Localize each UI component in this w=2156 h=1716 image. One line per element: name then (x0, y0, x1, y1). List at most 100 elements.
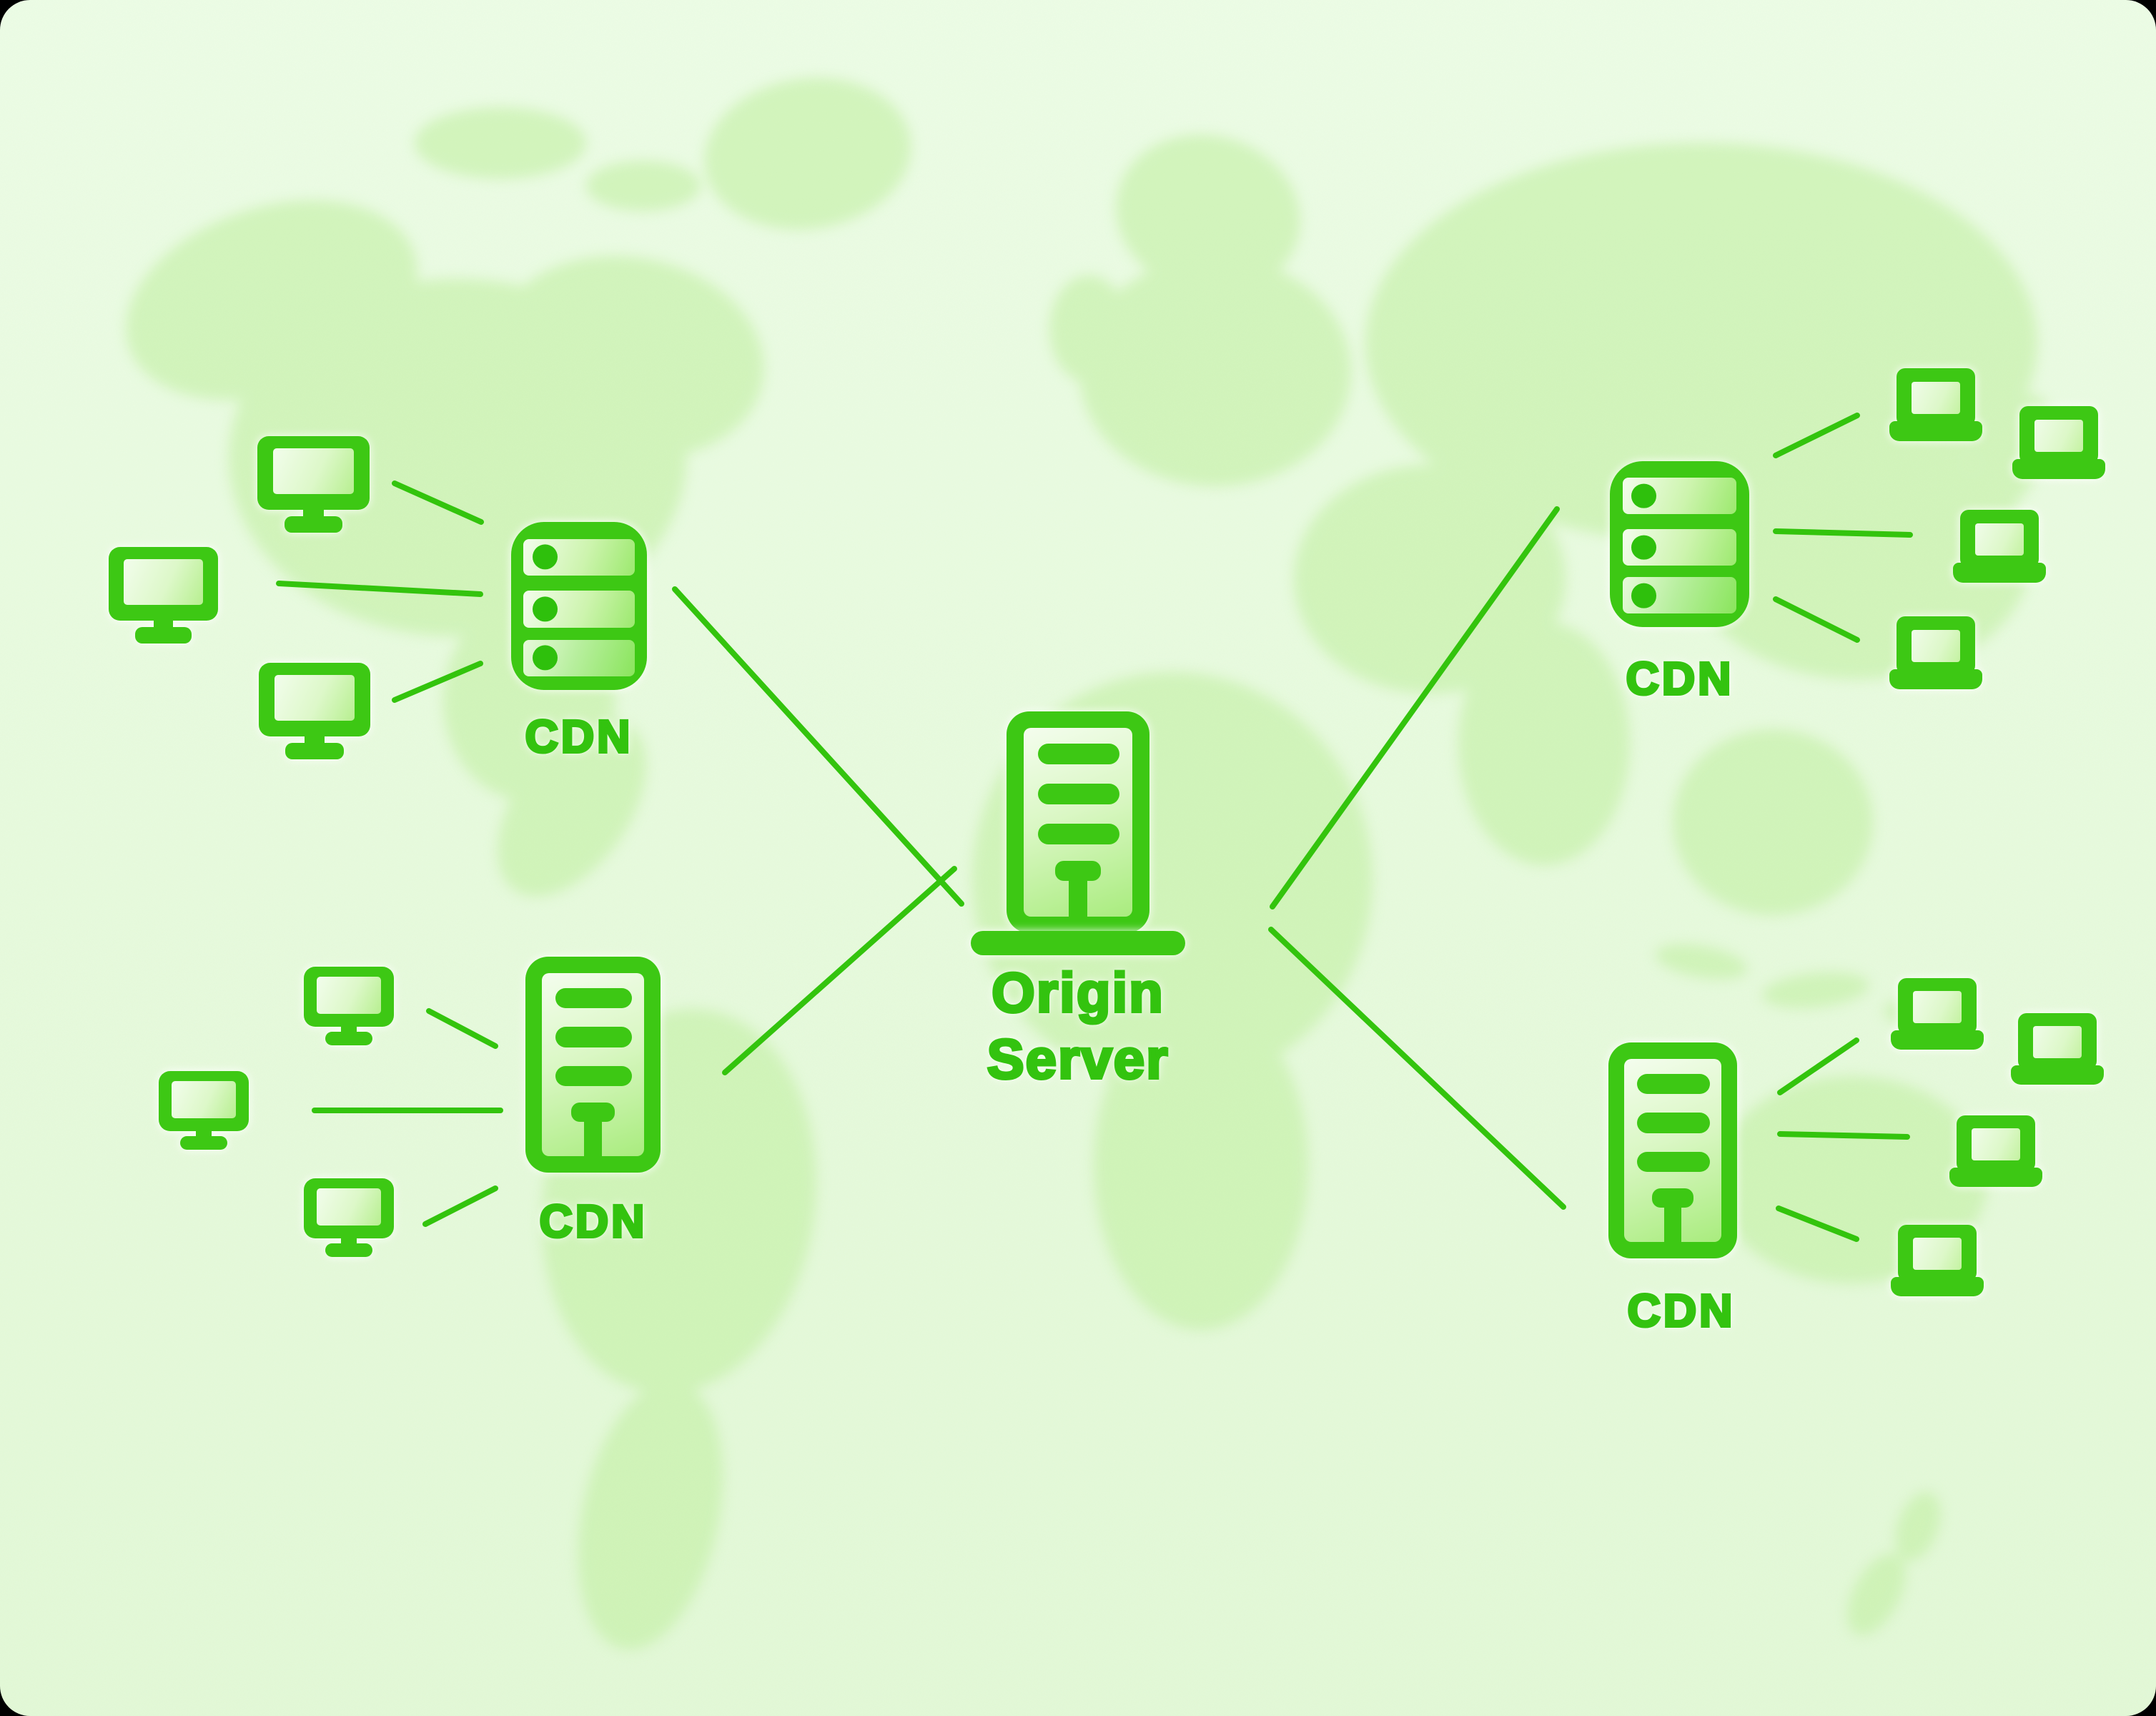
laptop-screen-frame (2018, 1013, 2097, 1070)
laptop-icon (1889, 368, 1982, 441)
cdn-server-rack-icon (511, 522, 647, 690)
monitor-base (325, 1243, 372, 1257)
origin-server-base (971, 931, 1185, 955)
laptop-screen-frame (1898, 978, 1977, 1035)
tower-plug-stem (1069, 871, 1087, 938)
desktop-monitor-icon (257, 436, 370, 533)
rack-bay (1622, 577, 1737, 614)
monitor-base (134, 627, 192, 644)
connection-line-cdn-origin (722, 866, 957, 1075)
monitor-stand (153, 616, 174, 631)
laptop-icon (1949, 1115, 2042, 1187)
laptop-icon (1889, 616, 1982, 689)
laptop-screen-frame (1957, 1115, 2035, 1172)
desktop-monitor-icon (159, 1071, 249, 1150)
laptop-screen (1913, 991, 1962, 1024)
laptop-screen (1912, 629, 1960, 663)
rack-bay (523, 639, 635, 677)
drive-indicator-dot (1631, 483, 1657, 509)
tower-plug-stem (584, 1112, 602, 1157)
origin-label-line1: Origin (990, 960, 1164, 1025)
monitor-base (180, 1136, 227, 1150)
laptop-screen (2033, 1026, 2082, 1059)
monitor-stand (303, 506, 324, 520)
connection-line-cdn-origin (1270, 506, 1560, 909)
monitor-frame (304, 967, 394, 1027)
connection-line (1777, 1037, 1859, 1095)
drive-indicator-dot (532, 544, 558, 570)
tower-slot-bar (1038, 743, 1119, 765)
drive-indicator-dot (532, 596, 558, 622)
connection-line (426, 1008, 498, 1049)
laptop-screen (1912, 381, 1960, 415)
connection-line-cdn-origin (1268, 927, 1566, 1210)
connection-line (1777, 1131, 1910, 1140)
monitor-stand (340, 1235, 357, 1246)
laptop-screen-frame (1897, 616, 1975, 674)
monitor-frame (257, 436, 370, 510)
tower-slot-bar (555, 1027, 633, 1047)
drive-indicator-dot (1631, 583, 1657, 608)
monitor-screen (316, 1188, 382, 1226)
origin-label-line2: Server (986, 1026, 1170, 1092)
laptop-keyboard-base (2011, 1065, 2104, 1085)
laptop-keyboard-base (1891, 1030, 1984, 1050)
laptop-screen-frame (1960, 510, 2039, 568)
monitor-screen (316, 977, 382, 1015)
monitor-base (284, 516, 343, 533)
laptop-icon (1891, 978, 1984, 1050)
monitor-stand (304, 732, 325, 746)
desktop-monitor-icon (304, 1178, 394, 1257)
laptop-icon (1891, 1225, 1984, 1296)
rack-bay (1622, 478, 1737, 515)
drive-indicator-dot (1631, 535, 1657, 560)
desktop-monitor-icon (259, 663, 370, 759)
desktop-monitor-icon (109, 547, 218, 644)
connection-line (1776, 1205, 1859, 1242)
laptop-screen-frame (2019, 406, 2098, 464)
origin-server-icon (1007, 711, 1149, 938)
laptop-screen-frame (1897, 368, 1975, 426)
cdn-label-bottom-left: CDN (538, 1194, 648, 1248)
laptop-keyboard-base (2012, 459, 2105, 479)
laptop-keyboard-base (1889, 421, 1982, 441)
cdn-label-top-right: CDN (1625, 651, 1734, 706)
desktop-monitor-icon (304, 967, 394, 1045)
monitor-frame (159, 1071, 249, 1131)
laptop-keyboard-base (1949, 1168, 2042, 1187)
laptop-keyboard-base (1889, 669, 1982, 689)
tower-slot-bar (1038, 823, 1119, 844)
connection-line (422, 1185, 498, 1227)
connection-line (392, 480, 484, 525)
cdn-server-tower-icon (1608, 1042, 1737, 1258)
tower-slot-bar (555, 1065, 633, 1087)
connection-line (1773, 528, 1913, 538)
laptop-icon (2011, 1013, 2104, 1085)
connection-line (1773, 413, 1860, 458)
laptop-icon (2012, 406, 2105, 479)
monitor-base (325, 1032, 372, 1045)
connection-line (1773, 596, 1860, 643)
laptop-screen (1975, 523, 2024, 556)
laptop-screen (1972, 1128, 2020, 1161)
monitor-frame (259, 663, 370, 736)
rack-bay (1622, 529, 1737, 566)
rack-bay (523, 538, 635, 576)
laptop-screen (1913, 1238, 1962, 1271)
laptop-keyboard-base (1953, 563, 2046, 583)
cdn-server-rack-icon (1610, 461, 1749, 627)
laptop-screen-frame (1898, 1225, 1977, 1281)
connection-line-cdn-origin (672, 586, 964, 907)
tower-slot-bar (1636, 1073, 1711, 1095)
monitor-screen (171, 1081, 237, 1119)
monitor-screen (274, 675, 355, 721)
monitor-stand (340, 1023, 357, 1035)
tower-slot-bar (1636, 1151, 1711, 1173)
rack-bay (523, 591, 635, 628)
laptop-icon (1953, 510, 2046, 583)
monitor-frame (109, 547, 218, 621)
origin-server-label: Origin Server (986, 960, 1170, 1093)
monitor-stand (195, 1128, 212, 1139)
